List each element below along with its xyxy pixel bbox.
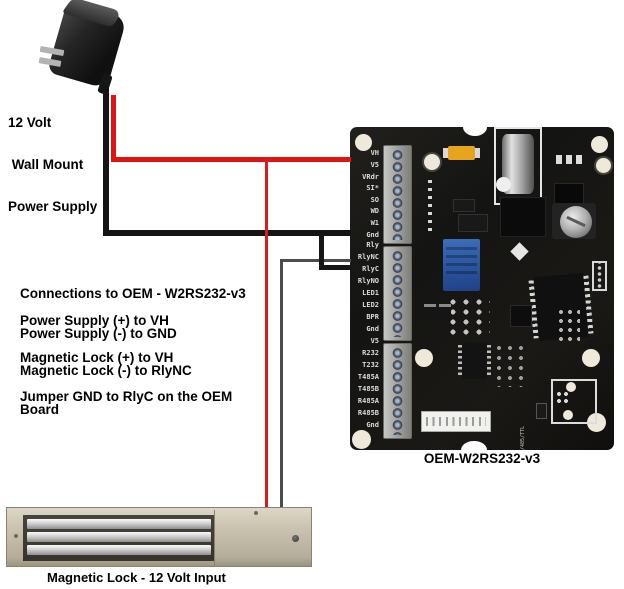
pin-label-vh: VH [370, 149, 379, 158]
smd-component [536, 403, 547, 419]
instruction-line: Magnetic Lock (-) to RlyNC [20, 363, 192, 378]
pin-label-rlyc: RlyC [362, 264, 379, 273]
lock-positive-wire [265, 159, 268, 508]
lock-negative-wire-to-rlync [280, 259, 351, 262]
terminal-block-reader [383, 145, 412, 244]
mounting-hole [591, 136, 608, 153]
pin-label-r485b: R485B [357, 408, 379, 417]
lock-negative-wire-vertical [280, 259, 283, 508]
magnetic-lock [6, 507, 312, 567]
silkscreen-diamond [510, 242, 529, 261]
power-positive-wire-to-vh [111, 157, 351, 162]
lock-magnet-bar [27, 519, 211, 529]
pin-label-wd: WD [370, 207, 379, 216]
instruction-line: Board [20, 402, 60, 417]
mounting-hole [355, 134, 372, 151]
terminal-screws [389, 149, 406, 240]
gnd-rlyc-jumper-vertical [319, 234, 324, 270]
power-supply-caption: 12 Volt Wall Mount Power Supply [8, 88, 97, 242]
smd-pad-grid [496, 345, 530, 387]
pin-label-gnd: Gnd [366, 230, 379, 239]
mounting-hole [596, 158, 611, 173]
gnd-rlyc-jumper-to-rlyc [319, 265, 351, 270]
lock-seam [214, 510, 215, 566]
pin-label-so: SO [370, 195, 379, 204]
pin-label-rly: Rly [366, 240, 379, 249]
tantalum-capacitor [443, 146, 480, 160]
instruction-line: Magnetic Lock (+) to VH [20, 350, 174, 365]
smd-pad-grid [450, 299, 490, 337]
via-dot-column [428, 180, 432, 236]
mounting-hole [424, 154, 440, 170]
lock-magnet-bar [27, 545, 211, 555]
pin-label-vrdr: VRdr [362, 172, 379, 181]
smd-chip [453, 199, 475, 212]
terminal-block-relay [383, 246, 412, 341]
side-header-connector [592, 261, 607, 291]
pin-label-t232: T232 [362, 360, 379, 369]
sot-component [424, 304, 436, 321]
instruction-line: Power Supply (+) to VH [20, 313, 169, 328]
pin-label-t485b: T485B [357, 384, 379, 393]
pin-label-led1: LED1 [362, 289, 379, 298]
instruction-line: Jumper GND to RlyC on the OEM [20, 389, 233, 404]
instruction-line: Power Supply (-) to GND [20, 326, 177, 341]
power-supply-caption-line: Wall Mount [8, 157, 84, 172]
power-supply-caption-line: Power Supply [8, 199, 98, 214]
pin-label-bpr: BPR [366, 313, 379, 322]
pin-labels-reader: VH V5 VRdr SI* SO WD W1 Gnd [350, 148, 381, 241]
power-positive-wire-vertical [111, 95, 116, 162]
power-negative-wire-to-gnd [103, 230, 351, 236]
smd-chip [458, 214, 488, 232]
pin-label-r232: R232 [362, 348, 379, 357]
lock-screw [292, 535, 299, 542]
pin-label-v5: V5 [370, 160, 379, 169]
pad-dots [556, 391, 571, 406]
pin-label-rlync: RlyNC [357, 252, 379, 261]
mounting-hole [582, 349, 600, 367]
transistor-pads [556, 155, 584, 164]
smd-ic [510, 305, 532, 327]
lock-screw [254, 511, 258, 515]
mounting-hole [563, 410, 573, 420]
pin-label-v5b: V5 [370, 336, 379, 345]
trimpot [560, 206, 592, 238]
magnetic-lock-caption: Magnetic Lock - 12 Volt Input [47, 570, 226, 585]
inductor-block [500, 197, 546, 237]
expansion-outline-box [551, 379, 597, 424]
smd-pad-grid [558, 309, 580, 343]
power-supply-caption-line: 12 Volt [8, 115, 52, 130]
power-negative-wire-vertical [103, 86, 109, 236]
pin-label-led2: LED2 [362, 301, 379, 310]
relay-component [443, 239, 480, 291]
pin-label-r485a: R485A [357, 396, 379, 405]
mounting-hole [566, 382, 576, 392]
sot-component [439, 304, 451, 321]
smd-ic-vertical [458, 343, 491, 379]
instructions-title: Connections to OEM - W2RS232-v3 [20, 286, 246, 301]
pin-label-rlyno: RlyNO [357, 276, 379, 285]
terminal-block-serial [383, 343, 412, 439]
board-edge-notch [461, 441, 487, 450]
pin-label-w1: W1 [370, 219, 379, 228]
board-edge-notch [463, 127, 487, 136]
lock-screw [14, 534, 18, 538]
board-caption: OEM-W2RS232-v3 [423, 451, 541, 466]
solder-blob [496, 177, 511, 192]
oem-w2rs232-board: VH V5 VRdr SI* SO WD W1 Gnd Rly RlyNC Rl… [350, 127, 614, 450]
pin-labels-relay: Rly RlyNC RlyC RlyNO LED1 LED2 BPR Gnd [350, 239, 381, 336]
terminal-screws [389, 347, 406, 435]
pin-label-si: SI* [366, 184, 379, 193]
pin-label-gnd2: Gnd [366, 325, 379, 334]
power-adapter-body [47, 0, 127, 90]
mounting-hole [415, 349, 433, 367]
pin-labels-serial: V5 R232 T232 T485A T485B R485A R485B Gnd [350, 335, 381, 431]
lock-magnet-bar [27, 532, 211, 542]
pin-label-t485a: T485A [357, 372, 379, 381]
silkscreen-vertical-text: 232/485/TTL [520, 425, 526, 450]
bottom-pin-header [421, 411, 491, 432]
terminal-screws [389, 250, 406, 337]
mounting-hole [352, 430, 371, 449]
pin-label-gnd3: Gnd [366, 420, 379, 429]
